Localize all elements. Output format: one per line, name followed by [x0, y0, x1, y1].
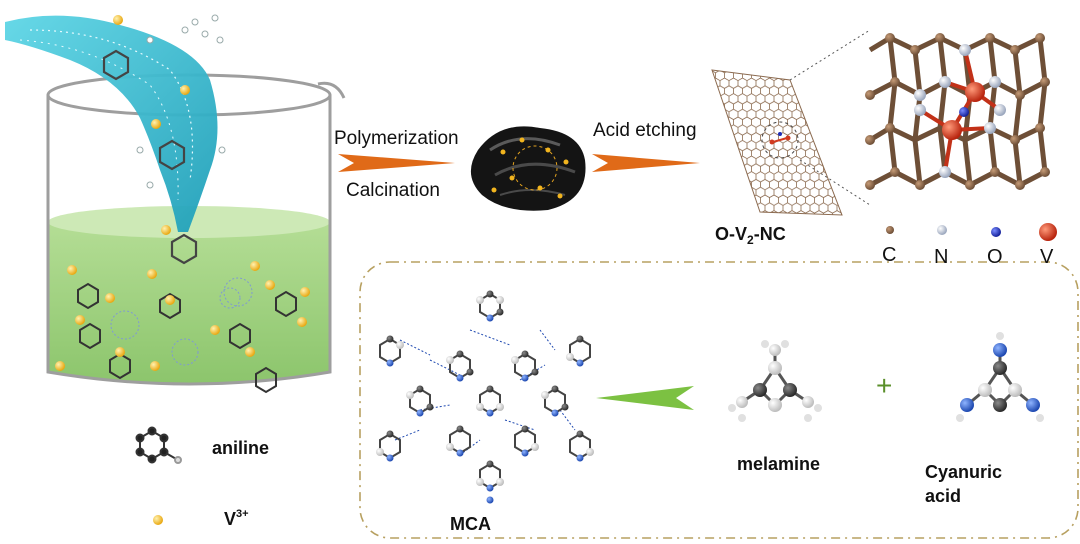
vanadium-ion-label: V3+ [224, 508, 249, 530]
cyanuric-acid-label-line2: acid [925, 486, 962, 506]
solution-vanadium [55, 261, 310, 371]
zoom-line-top [789, 29, 871, 81]
mca-label: MCA [450, 514, 491, 534]
solution-aniline [77, 282, 297, 394]
plus-sign: + [876, 370, 893, 401]
atom-legend-spheres [886, 223, 1057, 241]
carbonized-particle [470, 126, 586, 211]
vanadium-ion-base: V [224, 509, 237, 529]
zoom-line-bottom [799, 159, 871, 206]
legend-vanadium-sphere [1039, 223, 1057, 241]
solution [48, 211, 330, 384]
legend-vanadium-label: V [1040, 246, 1054, 268]
melamine-molecule [728, 340, 822, 422]
legend-nitrogen-label: N [934, 246, 949, 268]
assembly-frame [359, 261, 1079, 539]
arrow-acid-etching [592, 154, 700, 172]
calcination-label: Calcination [346, 180, 440, 201]
acid-etching-label: Acid etching [593, 120, 697, 141]
legend-oxygen-sphere [991, 227, 1001, 237]
legend-nitrogen-sphere [937, 225, 947, 235]
product-label-suffix: -NC [753, 224, 786, 244]
legend-carbon-label: C [882, 244, 897, 266]
legend-carbon-sphere [886, 226, 894, 234]
product-label: O-V2-NC [715, 224, 786, 247]
cyanuric-acid-label-line1: Cyanuric [925, 462, 1003, 482]
product-label-prefix: O-V [715, 224, 748, 244]
solution-clusters [110, 277, 253, 366]
vanadium-ion-charge: 3+ [236, 508, 249, 520]
cyanuric-acid-molecule [956, 332, 1044, 422]
ribbon-molecules [102, 49, 198, 265]
left-legend-icons [135, 426, 182, 525]
aniline-label: aniline [212, 438, 270, 458]
polymer-ribbon [5, 15, 218, 233]
vanadium-ion-icon [153, 515, 163, 525]
ribbon-clusters [136, 14, 226, 189]
arrow-polymerization [338, 154, 455, 172]
arrow-assembly [596, 386, 694, 410]
polymerization-label: Polymerization [334, 128, 459, 149]
melamine-label: melamine [737, 454, 821, 474]
mca-network [376, 290, 594, 504]
aniline-icon [135, 426, 182, 464]
graphene-sheet [711, 69, 843, 216]
legend-oxygen-label: O [987, 246, 1003, 268]
ribbon-vanadium [113, 15, 190, 235]
product-label-subscript: 2 [747, 233, 754, 247]
atomic-zoom [865, 33, 1050, 190]
